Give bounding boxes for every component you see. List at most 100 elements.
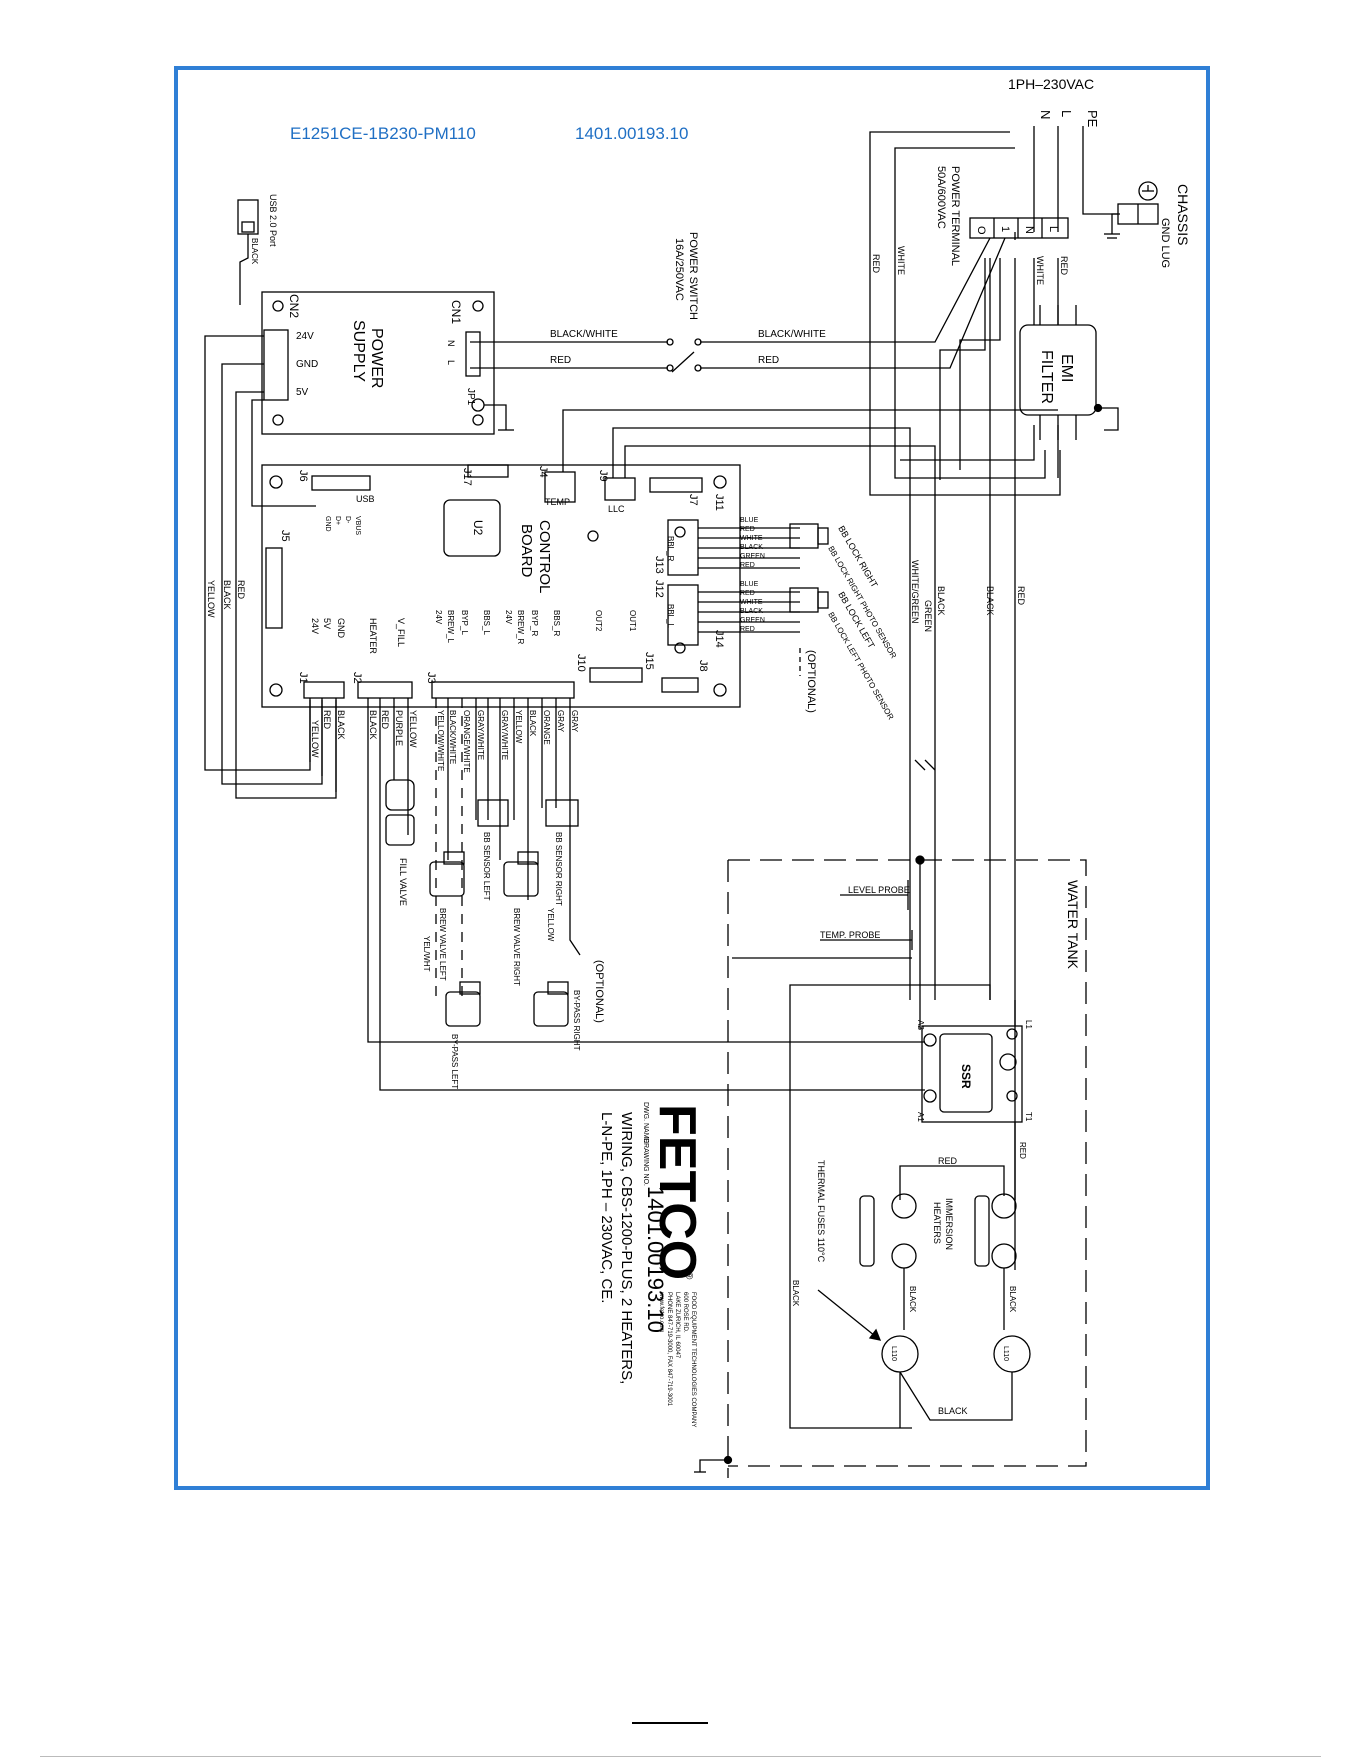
bb-l-wire-4: GREEN [740,617,765,624]
j1-label: J1 [297,672,309,684]
terminal-pin-0: O [975,226,987,235]
j3-pin-3: BYP_L [460,610,469,635]
wire-yel-wht: YEL/WHT [422,936,431,972]
power-switch-wires [470,237,1006,373]
level-probe-label: LEVEL PROBE [848,885,910,895]
j14-label: J14 [713,630,725,648]
j1-wire-red: RED [322,710,332,730]
fuse-mark-right: L110 [1002,1346,1009,1361]
j3-wire-4: GRAY/WHITE [476,710,485,760]
ssr-a2: A2 [916,1020,925,1030]
wire-black-heater-l: BLACK [908,1286,917,1313]
thermal-fuses-label: THERMAL FUSES 110°C [816,1160,826,1263]
j1-wire-black: BLACK [336,710,346,740]
wire-white-label: WHITE [896,246,906,275]
bb-sensor-right-label: BB SENSOR RIGHT [554,832,563,906]
j7-label: J7 [687,494,699,506]
j3-wire-1: YELLOW/WHITE [436,710,445,771]
usb-port-label: USB 2.0 Port [268,194,278,247]
j1-wire-yellow: YELLOW [310,720,320,758]
j3-pin-5: 24V [504,610,513,625]
bb-lock-optional: (OPTIONAL) [805,650,817,713]
bb-lock-sensors [698,523,829,676]
power-terminal-block [969,217,1069,239]
control-board-title-1: CONTROL [536,520,553,593]
temp-probe-label: TEMP. PROBE [820,930,880,940]
j13-bbl-r: BBL_R [666,536,675,562]
bb-r-wire-1: RED [740,526,755,533]
j1-pin-5v: 5V [322,618,332,629]
wire-black-feed: BLACK [985,586,995,616]
wire-black-white-2: BLACK/WHITE [758,329,826,340]
terminal-pin-l: L [1047,226,1059,232]
drawing-reference: 1401.00193.10 [575,124,689,143]
j3-wire-9: GRAY [556,710,565,733]
wire-red-label: RED [871,254,881,274]
chassis-label: CHASSIS [1175,184,1191,245]
psu-pin-5v: 5V [296,387,309,398]
bypass-right-label: BY-PASS RIGHT [572,990,581,1051]
supply-n: N [1038,110,1053,119]
usb-pin-vbus: VBUS [354,516,361,535]
bb-l-wire-1: RED [740,590,755,597]
main-feed-wires [869,126,1120,1000]
ssr-relay [921,1000,1023,1123]
gnd-lug-label: GND LUG [1159,218,1171,268]
fuse-mark-left: L110 [890,1346,897,1361]
bb-l-wire-3: BLACK [740,608,763,615]
power-terminal-label: POWER TERMINAL [949,166,961,266]
psu-pin-n: N [446,340,456,347]
j15-label: J15 [643,652,655,670]
j3-wire-2: BLACK/WHITE [448,710,457,764]
terminal-pin-1: 1 [999,226,1011,232]
wire-red-heaters: RED [938,1156,958,1166]
j3-wire-3: ORANGE/WHITE [462,710,471,773]
j4-temp-label: TEMP [545,497,570,507]
j3-pin-1: 24V [434,610,443,625]
chassis-ground-lug [1104,181,1159,239]
psu-pin-l: L [446,360,456,365]
psu-wire-black: BLACK [222,580,232,610]
j5-label: J5 [279,530,291,542]
u2-label: U2 [471,520,485,536]
j4-label: J4 [537,466,549,478]
water-tank-outline [727,859,1087,1478]
ssr-label: SSR [959,1064,973,1089]
wire-red-feed: RED [1016,586,1026,606]
bb-l-wire-0: BLUE [740,581,759,588]
psu-title-1: POWER [368,328,385,388]
drawing-title-2: L-N-PE, 1PH – 230VAC, CE. [598,1112,615,1303]
j8-label: J8 [697,660,709,672]
j2-wire-red: RED [380,710,390,730]
wire-black-tank: BLACK [791,1280,800,1307]
j15-pin-out2: OUT2 [594,610,603,632]
j3-wire-10: GRAY [570,710,579,733]
wire-white-emi-label: WHITE [1035,256,1045,285]
wire-red-psu-2: RED [758,355,779,366]
j6-label: J6 [297,470,309,482]
ssr-l1: L1 [1024,1020,1033,1029]
bb-l-wire-2: WHITE [740,599,763,606]
bb-l-wire-5: RED [740,626,755,633]
footer-line [40,1756,1321,1757]
j2-pin-heater: HEATER [368,618,378,654]
psu-cn1: CN1 [449,300,463,324]
brew-valve-right-label: BREW VALVE RIGHT [512,908,521,986]
j3-pin-8: BBS_R [552,610,561,636]
wire-black-fuses: BLACK [938,1406,968,1416]
j3-pin-4: BBS_L [482,610,491,635]
j2-label: J2 [351,672,363,684]
j2-wire-purple: PURPLE [394,710,404,746]
usb-port [237,199,259,305]
j3-pin-6: BREW_R [516,610,525,644]
supply-pe: PE [1085,110,1100,128]
j13-label: J13 [653,556,665,574]
wire-red-psu-1: RED [550,355,571,366]
valves-optional: (OPTIONAL) [593,960,605,1023]
control-board-title-2: BOARD [518,524,535,578]
brand-logo-text: FETCO [648,1104,706,1280]
j17-label: J17 [461,468,473,486]
j3-wire-6: YELLOW [514,710,523,744]
usb-header-label: USB [356,494,375,504]
